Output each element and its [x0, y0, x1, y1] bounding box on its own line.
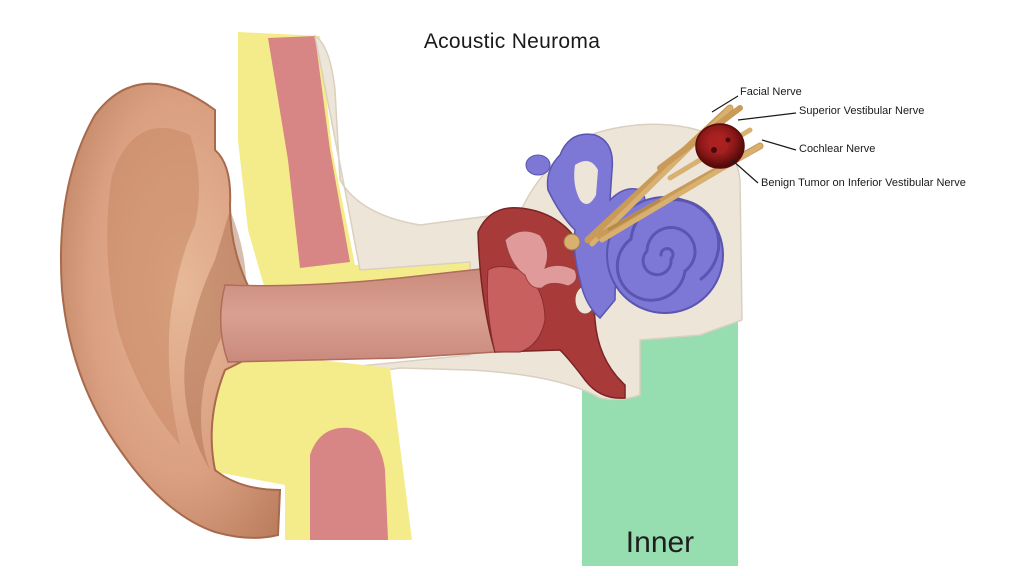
auricle-shadow [184, 210, 246, 470]
ear-canal [219, 267, 496, 363]
canal-ampulla [525, 154, 551, 176]
callout-lines [711, 95, 797, 184]
canal-skin-upper [268, 36, 350, 268]
label-superior-vestibular-nerve: Superior Vestibular Nerve [799, 105, 925, 117]
region-label-inner: Inner [625, 526, 695, 559]
label-tumor: Benign Tumor on Inferior Vestibular Nerv… [761, 177, 966, 189]
diagram-title: Acoustic Neuroma [423, 30, 601, 53]
canal-skin-lower [310, 427, 388, 540]
label-cochlear-nerve: Cochlear Nerve [799, 143, 876, 155]
eardrum [486, 266, 546, 353]
label-facial-nerve: Facial Nerve [740, 86, 802, 98]
canal-loop [574, 161, 598, 204]
auricle-fold [107, 128, 199, 446]
vestibule-nerve-node [563, 233, 581, 251]
cochlea-spiral [615, 198, 721, 302]
tumor-mass [695, 123, 745, 169]
ossicles [504, 230, 577, 289]
